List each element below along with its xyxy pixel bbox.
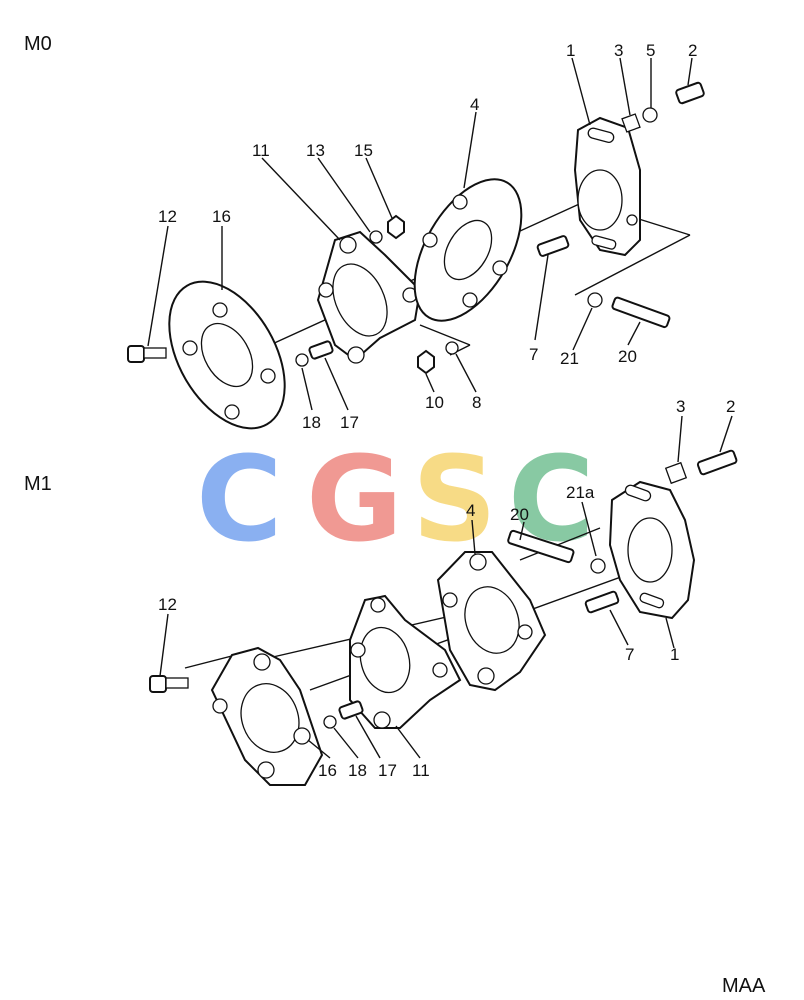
m1-part2-bolt xyxy=(696,449,738,476)
m0-callout-12: 12 xyxy=(158,207,177,226)
m0-part8-washer xyxy=(445,341,459,355)
m1-callout-4: 4 xyxy=(466,501,475,520)
watermark-letter-2: G xyxy=(306,430,403,568)
m1-callout-3: 3 xyxy=(676,397,685,416)
m0-part2-bolt xyxy=(675,81,705,105)
section-label-m1: M1 xyxy=(24,473,52,495)
m0-callout-16: 16 xyxy=(212,207,231,226)
m0-callout-8: 8 xyxy=(472,393,481,412)
m0-callout-2: 2 xyxy=(688,41,697,60)
m1-callout-16: 16 xyxy=(318,761,337,780)
m0-part10-nut xyxy=(417,349,435,375)
m0-callout-3: 3 xyxy=(614,41,623,60)
m0-callout-17: 17 xyxy=(340,413,359,432)
m1-part11-flange xyxy=(349,594,462,729)
m0-leader-3 xyxy=(419,324,471,346)
m0-part16-disc xyxy=(168,280,286,430)
m0-callout-5: 5 xyxy=(646,41,655,60)
m0-part5-washer xyxy=(642,107,658,123)
m0-callout-4: 4 xyxy=(470,95,479,114)
m1-part17-bolt xyxy=(338,700,364,720)
m0-part20-bolt xyxy=(611,296,671,329)
m1-part7-bolt xyxy=(584,590,620,614)
m1-part16-plate xyxy=(210,646,324,786)
m1-callout-12: 12 xyxy=(158,595,177,614)
m0-part13-washer xyxy=(369,230,383,244)
m1-callout-20: 20 xyxy=(510,505,529,524)
m1-part12-bolt xyxy=(149,675,189,693)
m0-callout-18: 18 xyxy=(302,413,321,432)
footer-code: MAA xyxy=(722,975,766,997)
m0-callout-15: 15 xyxy=(354,141,373,160)
m1-part20-bolt xyxy=(507,529,575,564)
watermark-letter-1: C xyxy=(196,430,283,568)
m1-part21a-washer xyxy=(590,558,606,574)
m1-part18-washer xyxy=(323,715,337,729)
m0-assembly: 1 3 5 2 4 11 13 15 12 16 7 21 20 10 8 18… xyxy=(127,41,705,432)
m1-callout-21a: 21a xyxy=(566,483,595,502)
m1-part1-bracket xyxy=(608,480,696,620)
m0-part18-washer xyxy=(295,353,309,367)
m0-callout-21: 21 xyxy=(560,349,579,368)
m1-leader-b xyxy=(519,527,601,561)
m0-callout-20: 20 xyxy=(618,347,637,366)
m1-callout-18: 18 xyxy=(348,761,367,780)
m0-part4-disc xyxy=(413,178,523,322)
m1-callout-7: 7 xyxy=(625,645,634,664)
m0-part12-bolt xyxy=(127,345,167,363)
m0-callout-13: 13 xyxy=(306,141,325,160)
m0-callout-1: 1 xyxy=(566,41,575,60)
watermark-letter-3: S xyxy=(412,430,497,568)
m0-part1-bracket xyxy=(573,116,641,257)
m0-part3-plate xyxy=(621,113,641,133)
m0-part21-washer xyxy=(587,292,603,308)
m0-part7-bolt xyxy=(536,235,570,257)
m0-callout-10: 10 xyxy=(425,393,444,412)
m0-callout-7: 7 xyxy=(529,345,538,364)
m1-part3-plate xyxy=(664,461,688,485)
m0-callout-11: 11 xyxy=(252,141,270,160)
m1-assembly: 3 2 21a 20 4 12 7 1 16 18 17 11 xyxy=(149,397,738,786)
m0-part15-nut xyxy=(387,214,405,240)
m1-callout-11: 11 xyxy=(412,761,430,780)
m1-callout-17: 17 xyxy=(378,761,397,780)
m0-leader-2 xyxy=(574,234,691,296)
m0-part17-bolt xyxy=(308,340,334,360)
section-label-m0: M0 xyxy=(24,33,52,55)
m1-part4-plate xyxy=(436,551,547,692)
m1-callout-1: 1 xyxy=(670,645,679,664)
m0-part11-flange xyxy=(316,230,422,364)
m1-callout-2: 2 xyxy=(726,397,735,416)
